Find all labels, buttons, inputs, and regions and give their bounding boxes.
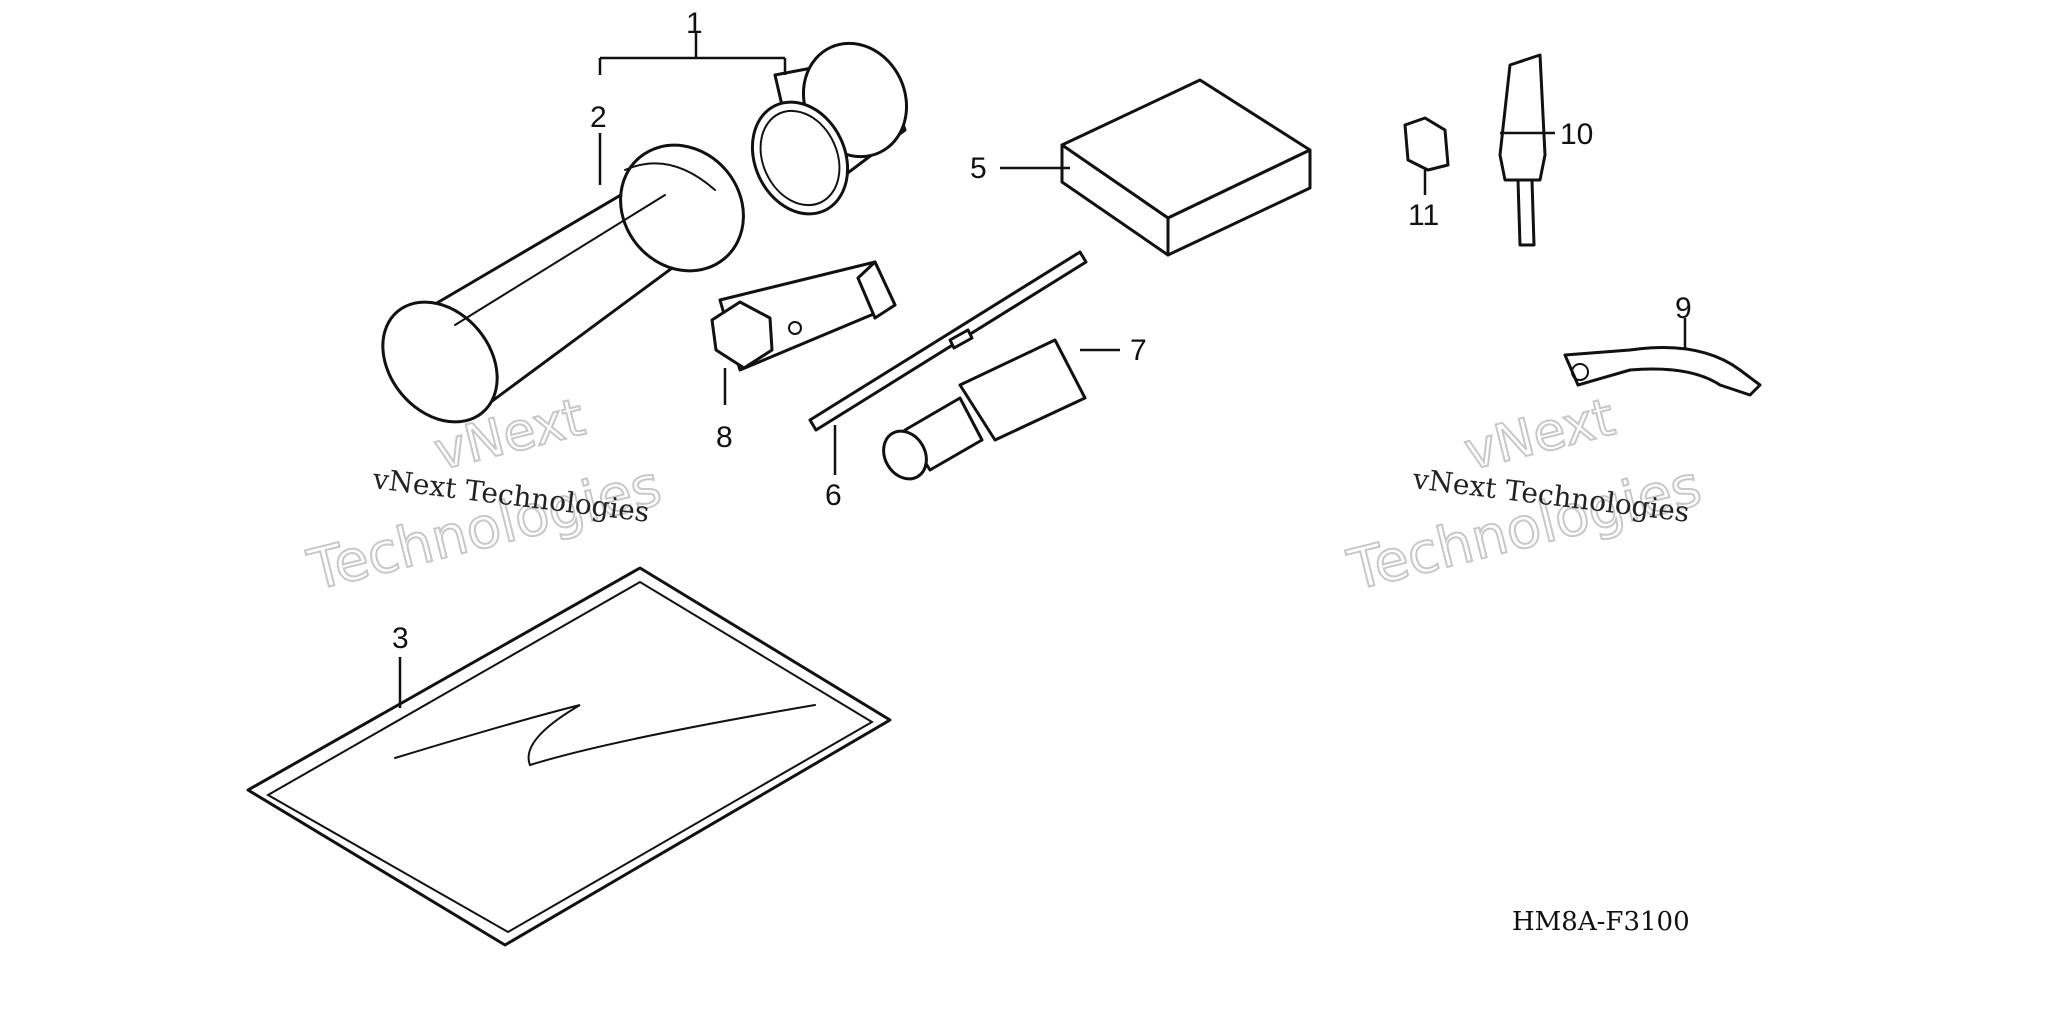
part-flat-wrench: [1563, 346, 1762, 397]
part-plug-wrench: [710, 260, 897, 372]
part-tool-case-tube: [381, 143, 745, 424]
callout-7: 7: [1130, 334, 1147, 367]
callout-3: 3: [392, 622, 409, 655]
part-tool-case-cap: [750, 41, 909, 216]
callout-10: 10: [1560, 118, 1593, 151]
leader-lines: [398, 33, 1687, 708]
part-manual-bag: [246, 566, 892, 947]
watermark-right-vnext: vNext: [1459, 388, 1621, 483]
diagram-code: HM8A-F3100: [1512, 907, 1690, 937]
callout-1: 1: [686, 7, 703, 40]
callout-5: 5: [970, 152, 987, 185]
part-screwdriver-handle: [882, 338, 1087, 481]
callout-6: 6: [825, 479, 842, 512]
part-screwdriver-shaft: [808, 250, 1088, 432]
callout-numbers: 1 2 3 5 6 7 8 9 10 11: [392, 7, 1692, 655]
callout-2: 2: [590, 101, 607, 134]
callout-8: 8: [716, 421, 733, 454]
part-screwdriver: [1498, 53, 1547, 247]
watermark-right: vNext Technologies vNext Technologies: [1341, 387, 1709, 605]
part-sponge-block: [1060, 78, 1312, 257]
callout-11: 11: [1408, 199, 1439, 232]
watermark-left: vNext Technologies vNext Technologies: [301, 387, 669, 605]
part-fuse: [1403, 116, 1450, 172]
callout-9: 9: [1675, 292, 1692, 325]
